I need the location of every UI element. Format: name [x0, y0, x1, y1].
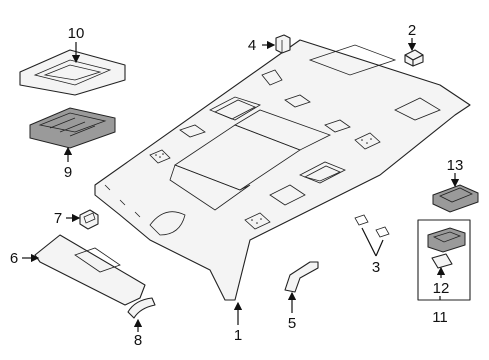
headliner-panel [94, 39, 471, 301]
callout-9: 9 [64, 164, 72, 181]
lamp-assembly-part-11 [417, 219, 471, 301]
callout-4: 4 [248, 37, 256, 54]
map-lamp-part-13 [432, 184, 479, 213]
callout-5: 5 [288, 315, 296, 332]
frame-part-10 [19, 49, 126, 96]
leader-lines [22, 38, 460, 332]
speaker-grille [149, 132, 381, 230]
bracket-part-4 [275, 34, 291, 54]
callout-11: 11 [432, 309, 448, 326]
callout-8: 8 [134, 332, 142, 349]
clips-part-3 [354, 214, 390, 238]
callout-2: 2 [408, 22, 416, 39]
callout-3: 3 [372, 259, 380, 276]
visor-holder-part-7 [79, 209, 99, 230]
callout-1: 1 [234, 327, 242, 344]
callout-labels: 1 2 3 4 5 6 7 8 9 10 11 12 13 [10, 22, 464, 349]
clip-part-2 [404, 49, 424, 67]
callout-13: 13 [447, 157, 464, 174]
assist-grip-part-5 [284, 261, 319, 293]
sun-visor-part-6 [34, 234, 146, 306]
callout-12: 12 [433, 280, 450, 297]
callout-6: 6 [10, 250, 18, 267]
overhead-console-part-9 [29, 107, 116, 149]
callout-10: 10 [68, 25, 85, 42]
callout-7: 7 [54, 210, 62, 227]
visor-clip-part-8 [127, 297, 156, 319]
